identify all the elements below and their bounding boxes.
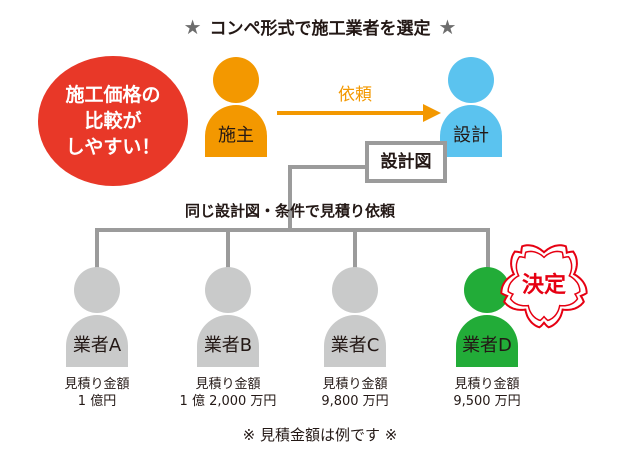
contractor-label: 業者A [72,335,122,356]
owner-person: 施主 [205,57,267,157]
connector-line [226,228,230,268]
note: ※ 見積金額は例です ※ [242,426,398,444]
diagram-title: ★ コンペ形式で施工業者を選定 ★ [0,14,640,39]
person-body-icon [205,105,267,157]
estimate-label: 見積り金額 [322,377,388,392]
stamp-outline [500,244,588,329]
estimate-amount: 9,500 万円 [453,394,521,409]
estimate-amount: 9,800 万円 [321,394,389,409]
designer-person: 設計 [440,57,502,157]
person-head-icon [205,267,251,313]
person-head-icon [213,57,259,103]
benefit-bubble: 施工価格の 比較が しやすい！ [38,56,188,186]
connector-line [95,228,99,268]
request-caption: 同じ設計図・条件で見積り依頼 [184,202,395,220]
owner-label: 施主 [218,125,254,146]
estimate-label: 見積り金額 [454,377,520,392]
person-body-icon [66,315,128,367]
person-body-icon [324,315,386,367]
connector-line [288,165,292,231]
contractor-person: 業者B [197,267,259,367]
contractor-person: 業者D [456,267,518,367]
estimate: 見積り金額 1 億円 [32,376,162,410]
blueprint-box: 設計図 [365,141,447,183]
stamp-inner-outline [507,250,581,322]
contractor-person: 業者A [66,267,128,367]
contractor-person: 業者C [324,267,386,367]
arrow-label: 依頼 [338,85,372,105]
estimate-label: 見積り金額 [64,377,130,392]
connector-line [95,228,490,232]
star-icon: ★ [438,15,457,39]
connector-line [353,228,357,268]
person-head-icon [448,57,494,103]
estimate-amount: 1 億 2,000 万円 [179,394,277,409]
person-head-icon [332,267,378,313]
estimate: 見積り金額 9,500 万円 [422,376,552,410]
connector-line [288,165,368,169]
bubble-line: しやすい！ [65,136,161,158]
designer-label: 設計 [453,125,489,146]
connector-line [486,228,490,268]
star-icon: ★ [183,15,202,39]
contractor-label: 業者C [330,335,380,356]
person-body-icon [456,315,518,367]
decision-stamp: 決定 [500,244,588,329]
title-text: コンペ形式で施工業者を選定 [209,19,431,39]
estimate-amount: 1 億円 [77,394,117,409]
estimate: 見積り金額 1 億 2,000 万円 [163,376,293,410]
estimate-label: 見積り金額 [195,377,261,392]
contractor-label: 業者D [462,335,512,356]
person-body-icon [197,315,259,367]
bubble-line: 比較が [84,110,142,132]
estimate: 見積り金額 9,800 万円 [290,376,420,410]
stamp-text: 決定 [522,272,566,298]
contractor-label: 業者B [203,335,253,356]
person-head-icon [74,267,120,313]
bubble-line: 施工価格の [65,84,161,106]
person-body-icon [440,105,502,157]
request-arrow [277,104,441,122]
